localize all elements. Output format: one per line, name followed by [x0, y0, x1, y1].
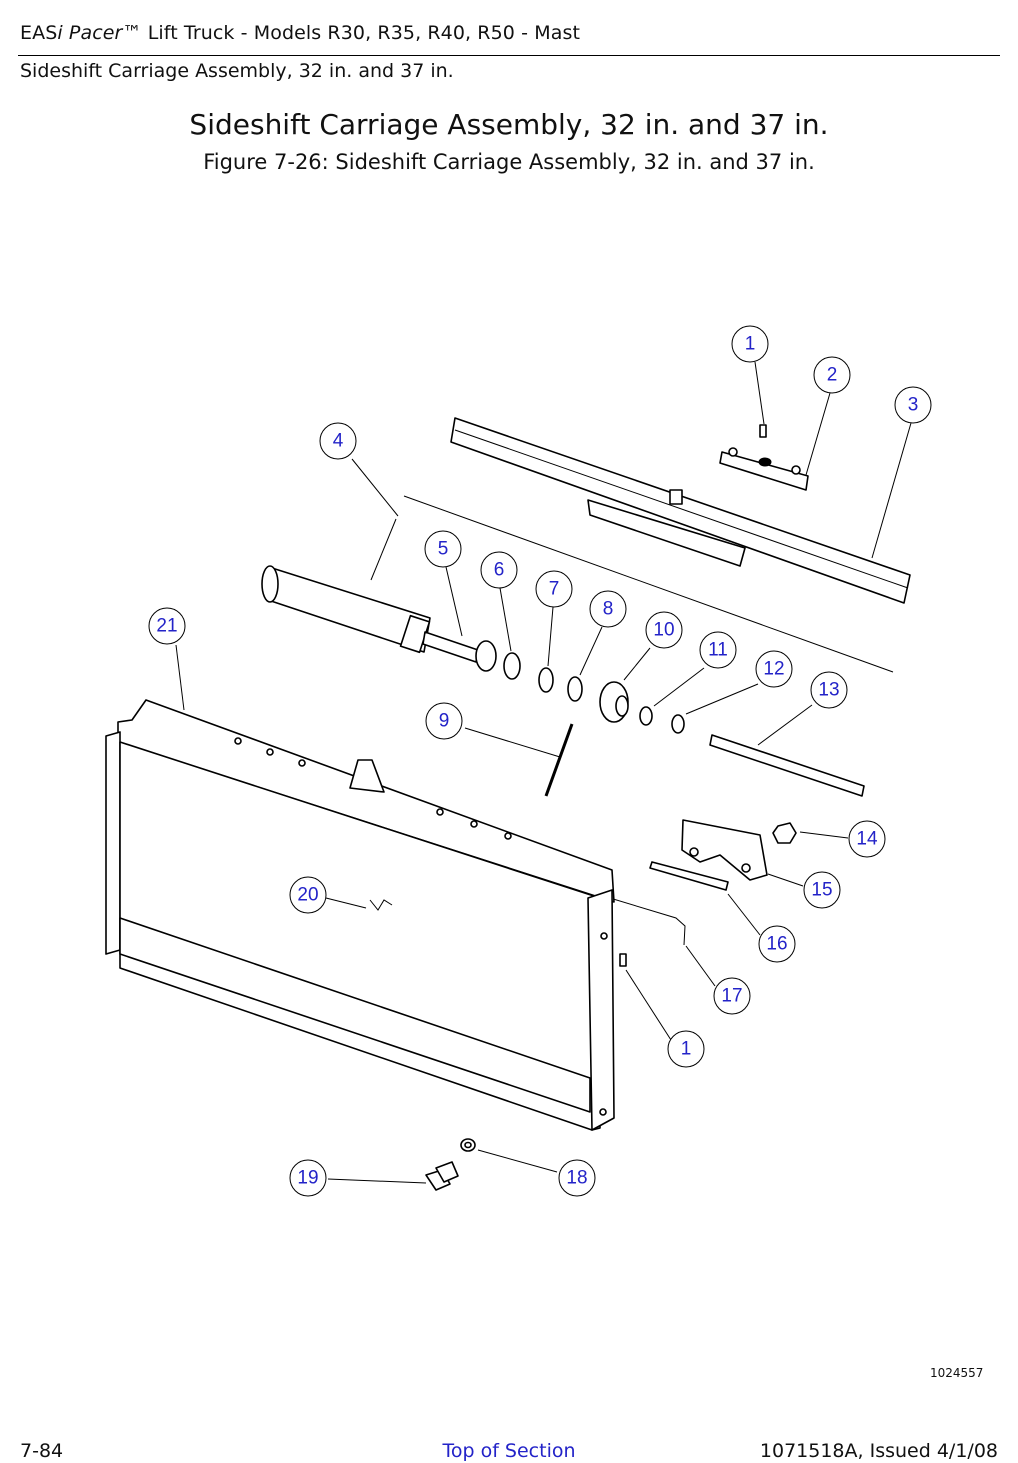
top-of-section-link[interactable]: Top of Section	[442, 1440, 576, 1462]
page-title: Sideshift Carriage Assembly, 32 in. and …	[189, 108, 829, 141]
part-rod-17	[599, 894, 686, 946]
svg-text:12: 12	[763, 659, 784, 680]
callout-10: 10	[645, 611, 683, 649]
svg-text:17: 17	[721, 986, 742, 1007]
part-seal-6	[503, 652, 521, 680]
leader-lines	[175, 361, 912, 1184]
part-nut-14	[772, 822, 797, 844]
assembly-bracket-line	[403, 495, 894, 673]
page-number: 7-84	[20, 1440, 64, 1462]
svg-text:7: 7	[549, 579, 560, 600]
svg-text:4: 4	[333, 431, 344, 452]
callout-20: 20	[289, 876, 327, 914]
document-info: 1071518A, Issued 4/1/08	[759, 1440, 998, 1462]
callout-3: 3	[894, 386, 932, 424]
svg-text:2: 2	[827, 365, 838, 386]
header-divider	[18, 55, 1000, 56]
running-header-section: Sideshift Carriage Assembly, 32 in. and …	[20, 60, 454, 82]
part-oring-8	[567, 676, 583, 702]
callout-15: 15	[803, 871, 841, 909]
svg-text:6: 6	[494, 560, 505, 581]
part-cylinder	[261, 565, 497, 672]
part-bushing-12	[671, 714, 685, 734]
figure-caption: Figure 7-26: Sideshift Carriage Assembly…	[203, 150, 815, 174]
callout-19: 19	[289, 1159, 327, 1197]
part-wiper-11	[639, 706, 653, 726]
callout-11: 11	[699, 631, 737, 669]
svg-text:8: 8	[603, 599, 614, 620]
svg-text:1: 1	[745, 334, 756, 355]
part-rod-9	[544, 723, 574, 797]
svg-text:21: 21	[156, 616, 177, 637]
figure-id: 1024557	[930, 1366, 984, 1380]
svg-text:13: 13	[818, 680, 839, 701]
callout-9: 9	[425, 702, 463, 740]
callout-2: 2	[813, 356, 851, 394]
part-washer-18	[460, 1138, 476, 1152]
callout-17: 17	[713, 977, 751, 1015]
svg-text:19: 19	[297, 1168, 318, 1189]
callout-8: 8	[589, 590, 627, 628]
svg-text:14: 14	[856, 829, 878, 850]
svg-text:15: 15	[811, 880, 832, 901]
svg-text:16: 16	[766, 934, 787, 955]
svg-text:20: 20	[297, 885, 318, 906]
part-bolt-19	[425, 1161, 459, 1191]
svg-text:3: 3	[908, 395, 919, 416]
part-gland-10	[599, 681, 629, 723]
callout-5: 5	[424, 530, 462, 568]
part-screw-1-lower	[619, 953, 627, 967]
callout-14: 14	[848, 820, 886, 858]
part-oring-7	[538, 667, 554, 693]
callout-1-top: 1	[731, 325, 769, 363]
part-top-bracket	[450, 417, 911, 604]
svg-text:11: 11	[708, 640, 728, 661]
part-clip-20	[369, 899, 393, 911]
svg-text:18: 18	[566, 1168, 587, 1189]
callout-1-bottom: 1	[667, 1030, 705, 1068]
part-bracket-15	[681, 819, 768, 881]
svg-text:1: 1	[681, 1039, 692, 1060]
svg-text:5: 5	[438, 539, 449, 560]
callout-6: 6	[480, 551, 518, 589]
running-header-title: EASi Pacer™ Lift Truck - Models R30, R35…	[20, 22, 581, 44]
callout-21: 21	[148, 607, 186, 645]
callout-4: 4	[319, 422, 357, 460]
callout-16: 16	[758, 925, 796, 963]
callout-13: 13	[810, 671, 848, 709]
svg-text:9: 9	[439, 711, 450, 732]
part-carriage-frame-21	[105, 699, 615, 1131]
callout-7: 7	[535, 570, 573, 608]
svg-text:10: 10	[653, 620, 674, 641]
callout-12: 12	[755, 650, 793, 688]
part-small-plate	[719, 424, 809, 491]
callout-18: 18	[558, 1159, 596, 1197]
part-strip-16	[649, 861, 729, 891]
part-shaft-13	[709, 734, 865, 797]
